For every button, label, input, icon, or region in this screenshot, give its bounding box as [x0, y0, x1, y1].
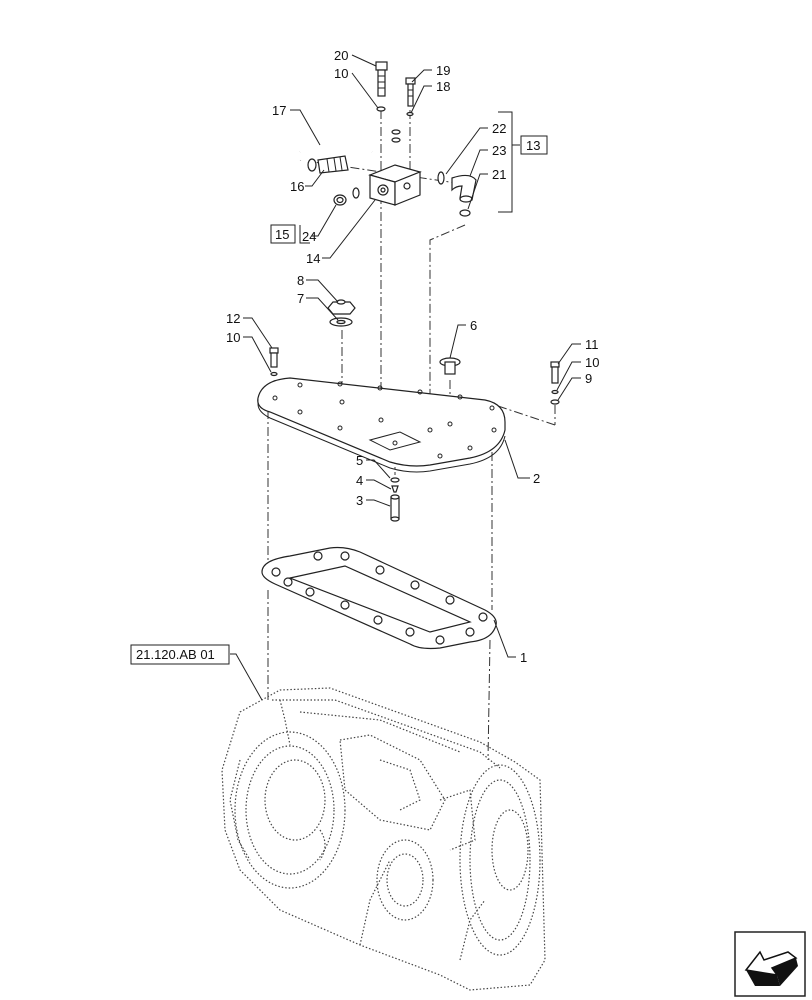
callout-4: 4 — [356, 473, 363, 488]
bolt-18-19 — [405, 77, 416, 117]
valve-block-14 — [368, 164, 422, 206]
bracket-15 — [299, 225, 310, 244]
o-ring — [352, 187, 360, 199]
callout-3: 3 — [356, 493, 363, 508]
leader-lines — [230, 54, 581, 701]
callout-7: 7 — [297, 291, 304, 306]
group-15-box — [270, 224, 296, 244]
o-ring-22 — [437, 171, 445, 185]
callout-1: 1 — [520, 650, 527, 665]
valve-block-assembly — [297, 61, 477, 217]
callout-14: 14 — [306, 251, 320, 266]
callout-15: 15 — [275, 227, 289, 242]
callout-10: 10 — [226, 330, 240, 345]
callout-17: 17 — [272, 103, 286, 118]
callout-22: 22 — [492, 121, 506, 136]
pin-3-5 — [390, 477, 400, 522]
callout-12: 12 — [226, 311, 240, 326]
transmission-housing — [221, 687, 546, 991]
bolt-11-10-9 — [550, 361, 560, 405]
callout-6: 6 — [470, 318, 477, 333]
callout-9: 9 — [585, 371, 592, 386]
callout-21: 21 — [492, 167, 506, 182]
reference-link[interactable]: 21.120.AB 01 — [136, 647, 215, 662]
callout-13: 13 — [526, 138, 540, 153]
callout-18: 18 — [436, 79, 450, 94]
bracket-13 — [498, 111, 513, 213]
gasket-1 — [261, 546, 497, 650]
callout-8: 8 — [297, 273, 304, 288]
plug — [391, 129, 401, 135]
bolt-20 — [375, 61, 388, 112]
callout-24: 24 — [302, 229, 316, 244]
group-13-box — [520, 135, 548, 155]
callout-23: 23 — [492, 143, 506, 158]
bolt-12-10 — [269, 347, 279, 377]
callout-5: 5 — [356, 453, 363, 468]
callout-2: 2 — [533, 471, 540, 486]
o-ring-21 — [459, 209, 471, 217]
callout-11: 11 — [585, 337, 599, 352]
breather-8-7 — [327, 299, 356, 327]
fitting-16 — [307, 155, 349, 174]
callout-10: 10 — [585, 355, 599, 370]
callout-20: 20 — [334, 48, 348, 63]
elbow-23 — [451, 174, 477, 203]
tube-17 — [297, 143, 373, 164]
reference-box[interactable] — [130, 644, 230, 665]
callout-19: 19 — [436, 63, 450, 78]
callout-10: 10 — [334, 66, 348, 81]
callout-labels: 20 10 19 18 17 22 13 23 21 16 15 24 14 8… — [226, 48, 599, 665]
cover-plate-2 — [257, 377, 506, 473]
callout-16: 16 — [290, 179, 304, 194]
plug-6 — [439, 357, 461, 375]
arrow-icon[interactable] — [734, 931, 806, 997]
